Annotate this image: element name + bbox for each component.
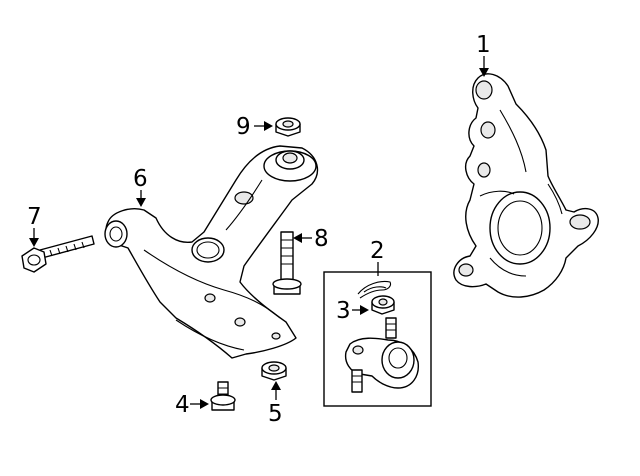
callout-9-label: 9 <box>236 114 251 140</box>
callout-1: 1 <box>476 32 491 77</box>
bolt-4[interactable] <box>210 381 236 411</box>
callout-9: 9 <box>236 114 273 140</box>
callout-2-label: 2 <box>370 238 385 264</box>
callout-8: 8 <box>293 226 329 252</box>
callout-7-label: 7 <box>27 204 42 230</box>
callout-6: 6 <box>133 166 148 207</box>
cotter-pin[interactable] <box>357 280 392 299</box>
steering-knuckle[interactable] <box>453 73 599 298</box>
callout-4: 4 <box>175 392 209 418</box>
flange-bolt[interactable] <box>272 231 302 295</box>
callout-8-label: 8 <box>314 226 329 252</box>
callout-1-label: 1 <box>476 32 491 58</box>
lower-control-arm[interactable] <box>104 145 319 359</box>
callout-7: 7 <box>27 204 42 247</box>
castle-nut-3[interactable] <box>371 295 395 315</box>
callout-5-label: 5 <box>268 401 283 427</box>
callout-5: 5 <box>268 381 283 427</box>
callout-3: 3 <box>336 298 369 324</box>
callout-6-label: 6 <box>133 166 148 192</box>
nut-9[interactable] <box>275 117 301 137</box>
callout-4-label: 4 <box>175 392 190 418</box>
nut-5[interactable] <box>261 361 287 381</box>
callout-2: 2 <box>370 238 385 276</box>
callout-3-label: 3 <box>336 298 351 324</box>
long-bolt[interactable] <box>21 235 95 273</box>
ball-joint[interactable] <box>344 317 419 393</box>
